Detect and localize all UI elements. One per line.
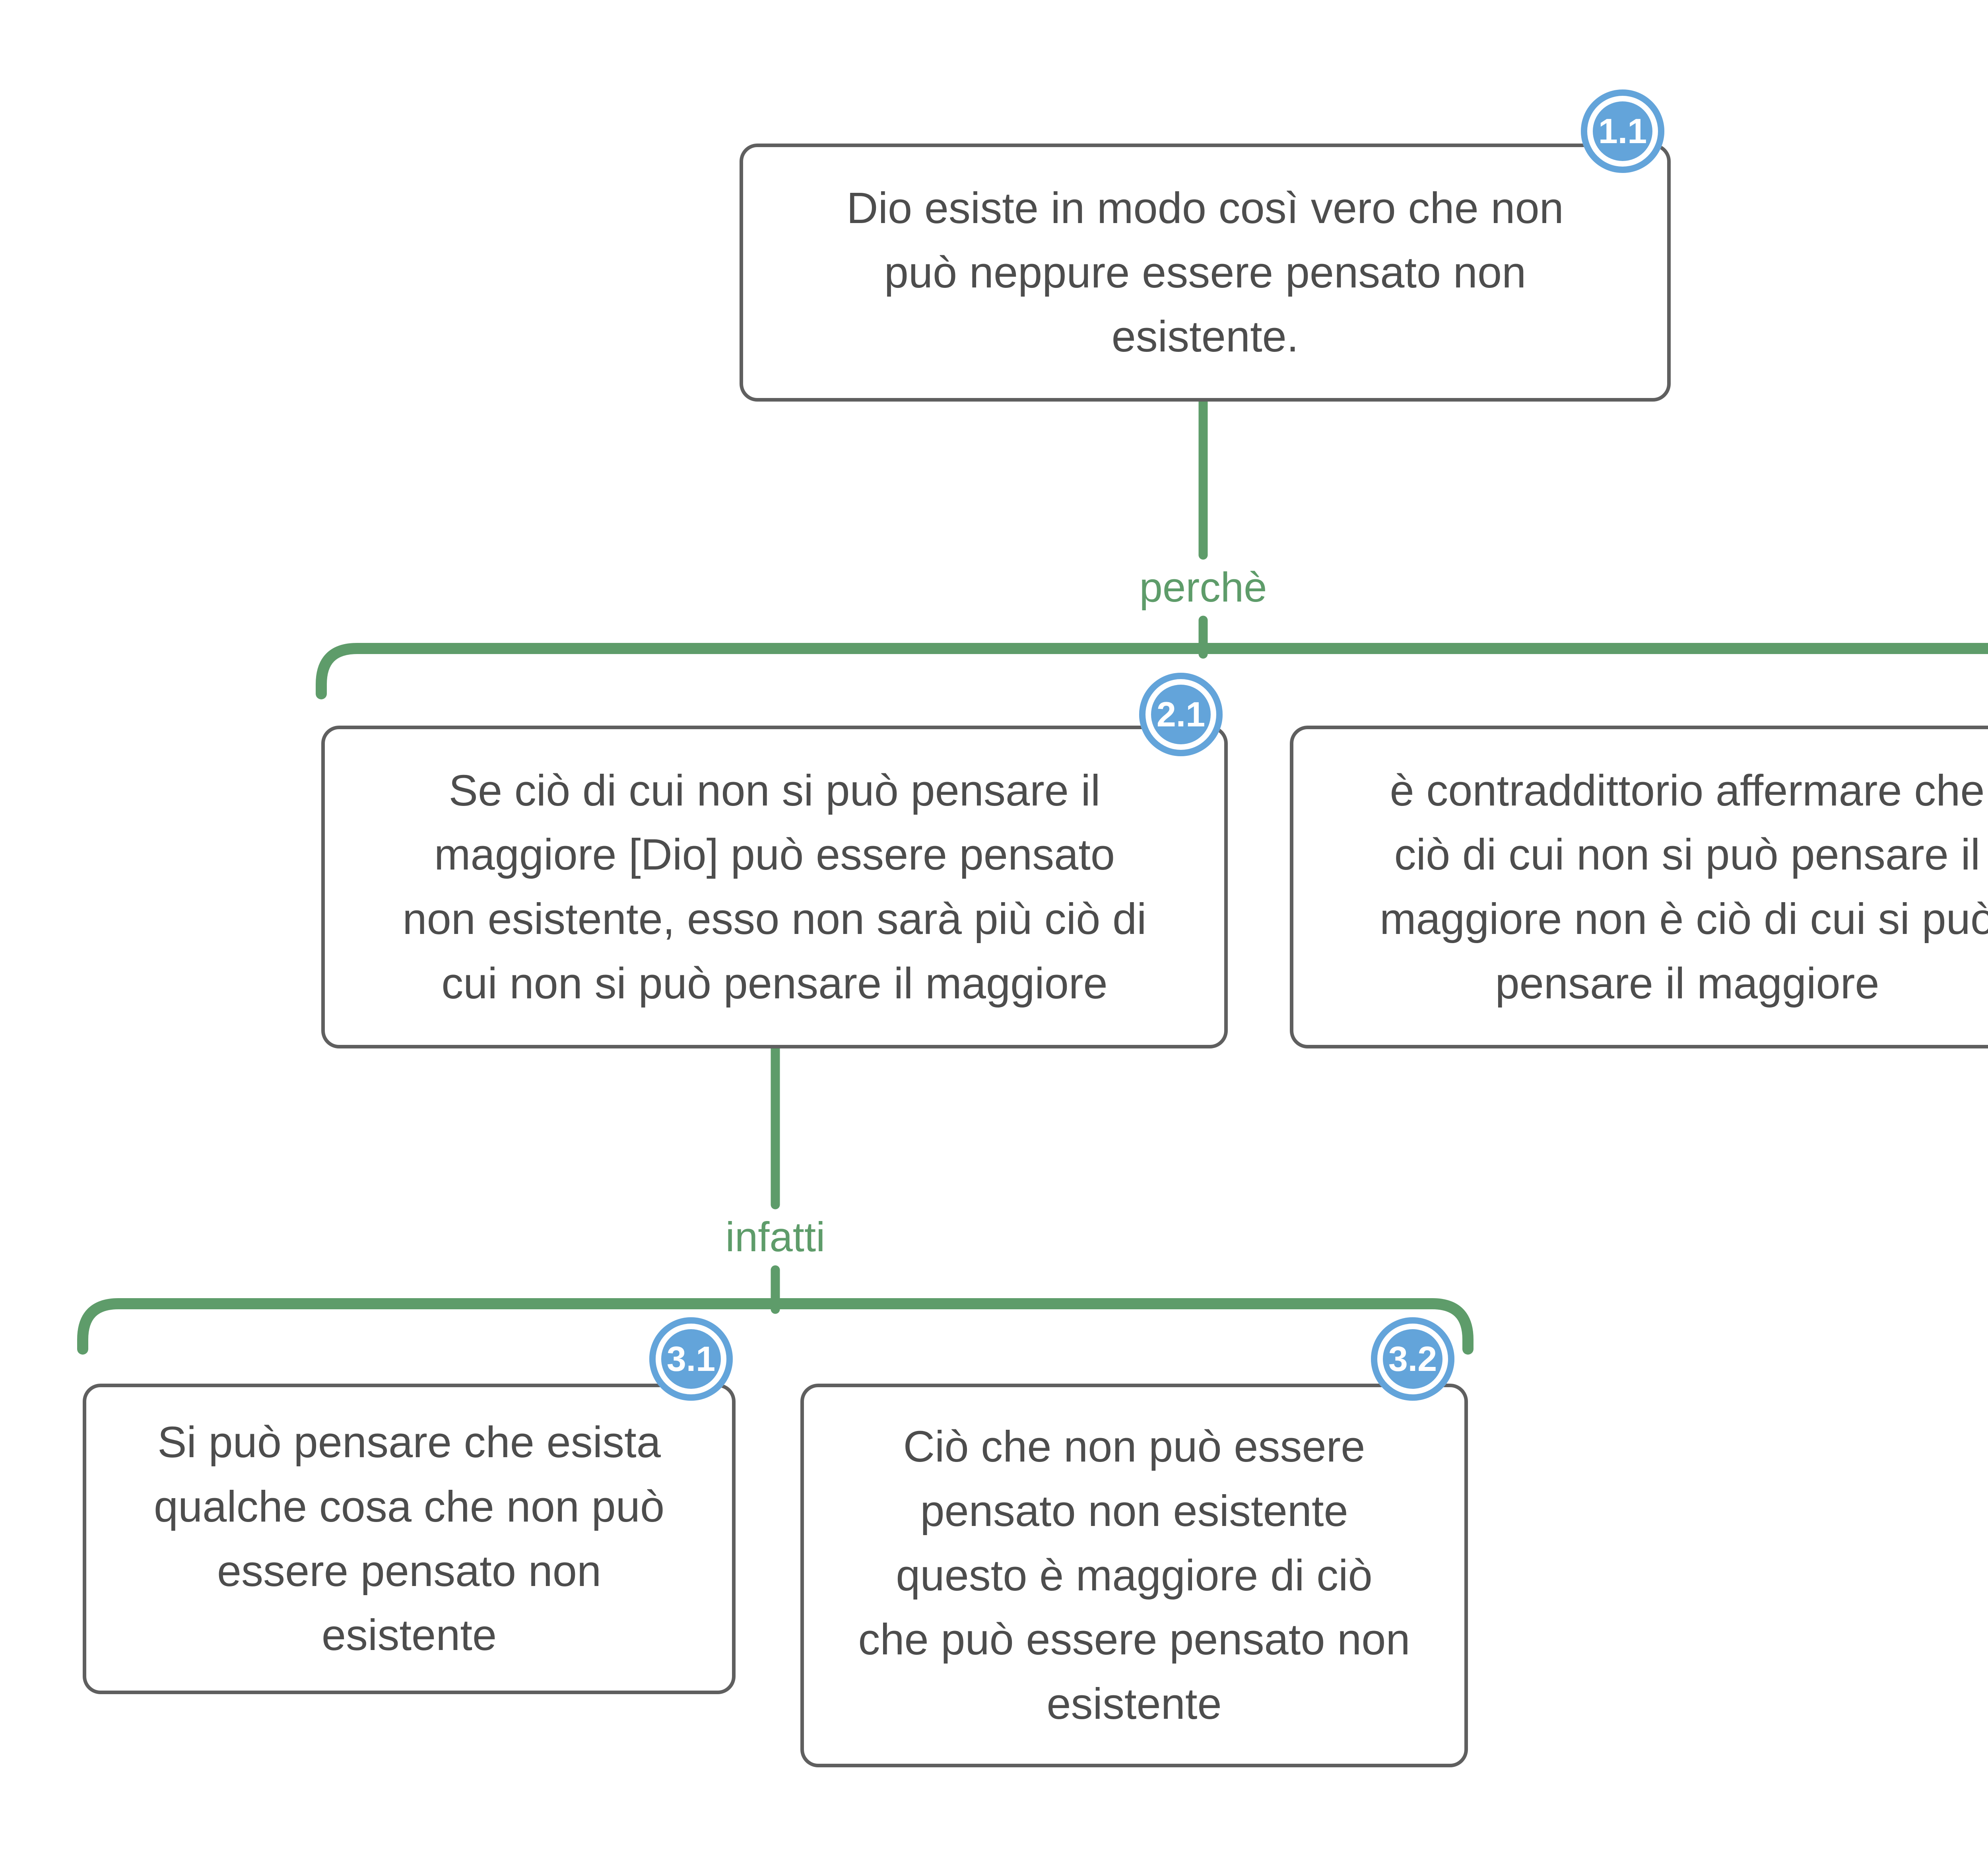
node-box-3-2[interactable]: Ciò che non può essere pensato non esist… — [800, 1384, 1468, 1767]
edge-label-infatti: infatti — [725, 1214, 825, 1260]
badge-number: 2.1 — [1156, 695, 1206, 734]
node-badge-2-1: 2.1 — [1139, 673, 1223, 756]
badge-number: 3.2 — [1388, 1339, 1437, 1378]
node-text-2-1: Se ciò di cui non si può pensare il magg… — [402, 766, 1147, 1008]
node-badge-3-1: 3.1 — [649, 1317, 733, 1401]
node-badge-3-2: 3.2 — [1371, 1317, 1454, 1401]
bracket-line-second — [77, 1298, 1474, 1355]
node-text-1-1: Dio esiste in modo così vero che non può… — [846, 183, 1564, 361]
node-text-3-1: Si può pensare che esista qualche cosa c… — [153, 1418, 665, 1660]
node-box-2-1[interactable]: Se ciò di cui non si può pensare il magg… — [321, 726, 1228, 1048]
bracket-line-first — [316, 643, 1988, 699]
node-badge-1-1: 1.1 — [1581, 89, 1664, 173]
badge-number: 3.1 — [666, 1339, 716, 1378]
node-box-1-1[interactable]: Dio esiste in modo così vero che non può… — [740, 144, 1671, 402]
node-text-3-2: Ciò che non può essere pensato non esist… — [858, 1422, 1410, 1729]
node-text-2-2: è contraddittorio affermare che ciò di c… — [1379, 766, 1988, 1008]
node-box-3-1[interactable]: Si può pensare che esista qualche cosa c… — [83, 1384, 736, 1694]
node-box-2-2[interactable]: è contraddittorio affermare che ciò di c… — [1290, 726, 1988, 1048]
edge-label-perche: perchè — [1139, 564, 1267, 611]
badge-number: 1.1 — [1598, 111, 1647, 151]
